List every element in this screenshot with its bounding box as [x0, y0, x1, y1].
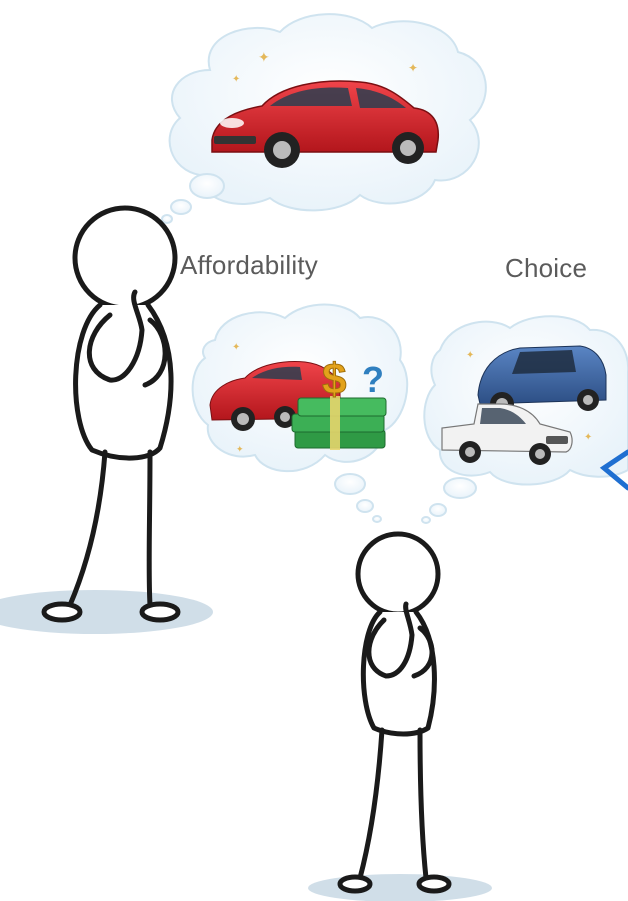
- svg-text:✦: ✦: [466, 350, 474, 361]
- svg-text:✦: ✦: [584, 432, 592, 443]
- question-mark-icon: ?: [362, 359, 384, 400]
- affordability-label: Affordability: [180, 250, 318, 280]
- bottom-stick-figure: [308, 531, 492, 901]
- money-stack-icon: [291, 396, 387, 450]
- white-pickup-icon: [441, 403, 573, 465]
- svg-text:✦: ✦: [408, 61, 418, 75]
- svg-text:✦: ✦: [236, 444, 244, 454]
- svg-text:✦: ✦: [232, 342, 240, 353]
- svg-text:✦: ✦: [232, 74, 240, 85]
- dollar-sign-icon: $: [322, 355, 346, 404]
- blue-accent-bracket: [599, 449, 628, 491]
- svg-text:✦: ✦: [258, 49, 270, 65]
- left-stick-figure: [0, 205, 213, 634]
- red-sedan-icon: [211, 80, 440, 168]
- choice-label: Choice: [505, 253, 588, 283]
